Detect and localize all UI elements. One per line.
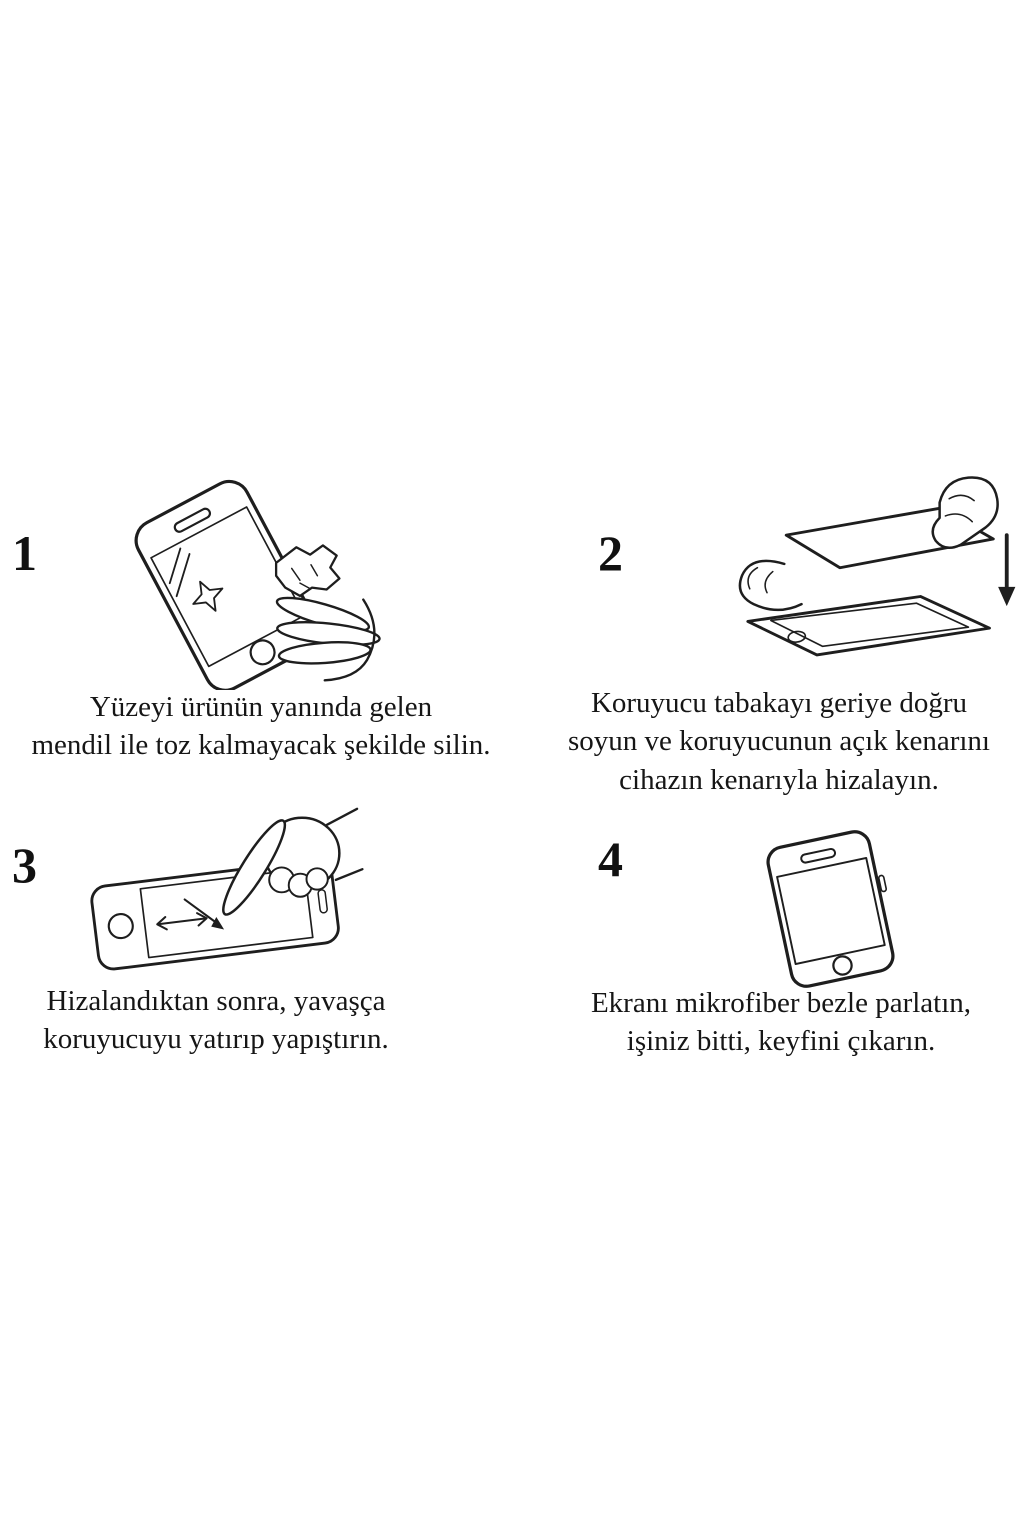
step-3-number: 3 — [12, 837, 37, 893]
step-2-illustration — [698, 460, 1024, 686]
press-align-illustration — [90, 807, 364, 971]
step-2-number: 2 — [598, 525, 623, 581]
step-1-caption: Yüzeyi ürünün yanında gelen mendil ile t… — [31, 691, 491, 762]
peel-protector-illustration — [738, 476, 1016, 657]
step-4-number: 4 — [598, 831, 623, 887]
step-4-illustration — [712, 826, 950, 988]
step-3-caption: Hizalandıktan sonra, yavaşça koruyucuyu … — [43, 985, 389, 1056]
phone-wipe-illustration — [134, 479, 381, 690]
step-4-caption: Ekranı mikrofiber bezle parlatın, işiniz… — [590, 987, 972, 1058]
step-3-illustration — [64, 764, 366, 978]
step-1-illustration — [88, 478, 400, 690]
step-1-number: 1 — [12, 525, 37, 581]
polish-screen-illustration — [766, 830, 895, 988]
step-2-caption: Koruyucu tabakayı geriye doğru soyun ve … — [567, 687, 990, 796]
